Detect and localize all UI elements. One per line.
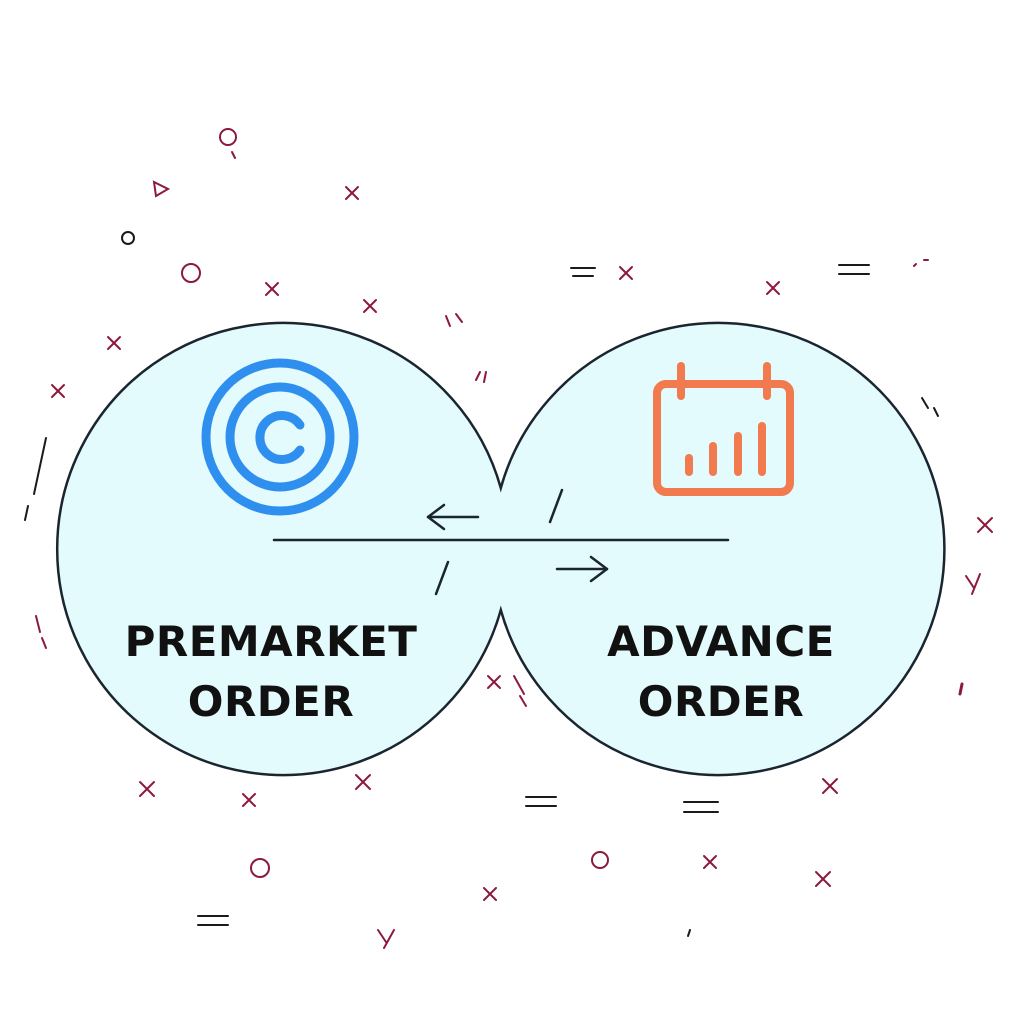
confetti-cross [703, 855, 717, 869]
confetti-dash [921, 397, 939, 417]
confetti-triangle [152, 180, 171, 198]
confetti-equals [197, 915, 229, 926]
confetti-equals [570, 267, 596, 277]
connector-tick [548, 488, 564, 524]
confetti-cross [977, 517, 993, 533]
confetti-dash [687, 929, 691, 937]
confetti-cross [107, 336, 121, 350]
confetti-decorations [24, 128, 993, 949]
confetti-dash [513, 675, 527, 707]
confetti-circle [121, 231, 135, 245]
merged-circles-shape [55, 321, 946, 777]
confetti-cross [355, 774, 371, 790]
arrow-left-icon [426, 503, 480, 531]
confetti-circle [181, 263, 201, 283]
confetti-cross [619, 266, 633, 280]
confetti-equals [525, 796, 557, 807]
confetti-cross [377, 929, 395, 949]
confetti-cross [483, 887, 497, 901]
confetti-cross [242, 793, 256, 807]
calendar-chart-icon [653, 362, 794, 496]
confetti-circle [591, 851, 609, 869]
advance-label-line2: ORDER [638, 677, 804, 726]
confetti-dash [33, 437, 47, 495]
advance-label-line1: ADVANCE [607, 617, 835, 666]
premarket-label-line1: PREMARKET [125, 617, 418, 666]
confetti-dash [445, 313, 463, 327]
confetti-cross [363, 299, 377, 313]
confetti-cross [487, 675, 501, 689]
confetti-equals [838, 264, 870, 275]
confetti-cross [345, 186, 359, 200]
confetti-circle [219, 128, 237, 146]
confetti-cross [265, 282, 279, 296]
premarket-label-line2: ORDER [188, 677, 354, 726]
confetti-cross [965, 573, 981, 595]
confetti-cross [139, 781, 155, 797]
confetti-dash [913, 259, 929, 267]
confetti-dash [958, 682, 964, 696]
arrow-right-icon [555, 555, 609, 583]
confetti-cross [51, 384, 65, 398]
confetti-dash [35, 615, 47, 649]
confetti-cross [822, 778, 838, 794]
target-icon [201, 358, 359, 516]
confetti-cross [766, 281, 780, 295]
connector-tick [434, 560, 450, 596]
confetti-circle [250, 858, 270, 878]
confetti-dash [231, 151, 236, 159]
connector [272, 488, 730, 596]
confetti-cross [815, 871, 831, 887]
confetti-equals [683, 801, 719, 813]
confetti-dash [475, 371, 487, 383]
confetti-dash [24, 505, 29, 521]
